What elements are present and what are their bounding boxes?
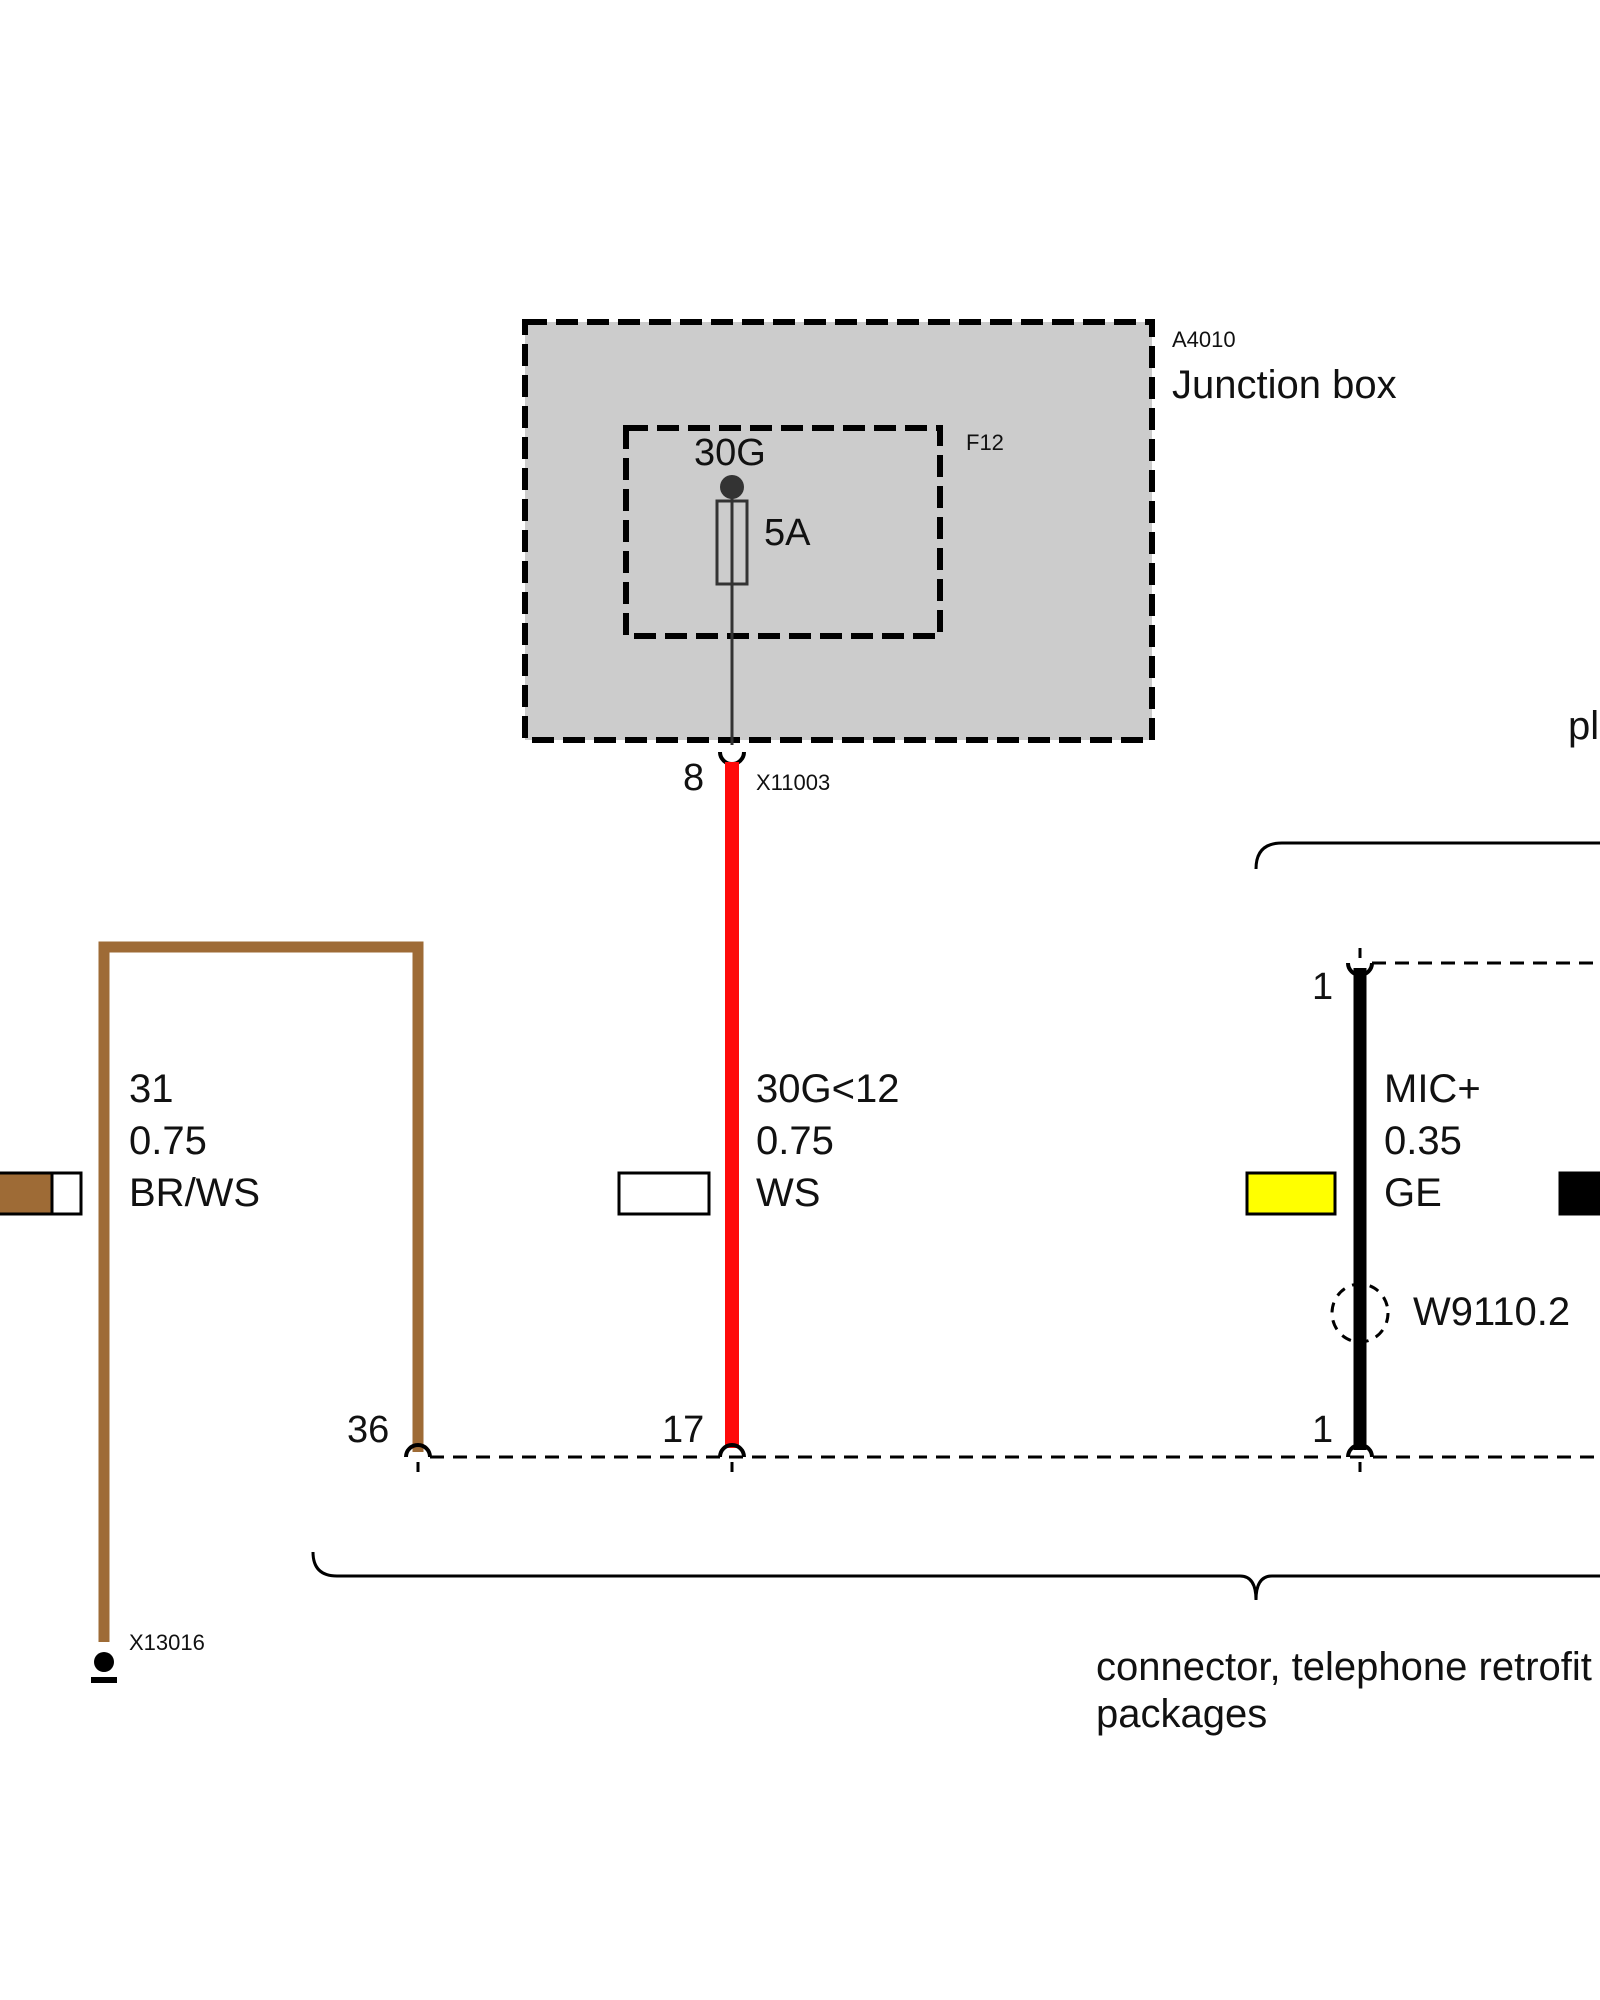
- junction-box: [522, 319, 1155, 743]
- wire-mic-signal: MIC+: [1384, 1067, 1481, 1111]
- upper-group-brace: [1254, 841, 1600, 870]
- pin-label-top-1: 1: [1312, 966, 1333, 1008]
- junction-box-id: A4010: [1172, 327, 1236, 352]
- ground-dot: [94, 1652, 114, 1672]
- wire-31-color-code: BR/WS: [129, 1171, 260, 1215]
- pin-label-17: 17: [662, 1409, 704, 1451]
- connector-x11003: X11003: [756, 770, 830, 795]
- wire-mic-color-code: GE: [1384, 1171, 1442, 1215]
- pin-label-bottom-1: 1: [1312, 1409, 1333, 1451]
- wire-30g-signal: 30G<12: [756, 1067, 899, 1111]
- shield-id: W9110.2: [1413, 1290, 1570, 1334]
- fuse-rating: 5A: [764, 512, 811, 554]
- swatch-white: [617, 1171, 711, 1216]
- fuse-id: F12: [966, 430, 1004, 455]
- wire-31-signal: 31: [129, 1067, 174, 1111]
- wire-31-brown: [98, 941, 424, 1642]
- swatch-brown: [0, 1171, 54, 1216]
- wire-30g-cross-section: 0.75: [756, 1119, 834, 1163]
- pin-connector-top-1: [1346, 962, 1374, 977]
- swatch-white-stripe: [50, 1171, 83, 1216]
- connector-group-label-line2: packages: [1096, 1692, 1267, 1736]
- pin-label-8: 8: [683, 757, 704, 799]
- fuse-terminal: 30G: [694, 432, 766, 474]
- pin-connector-36: [404, 1443, 432, 1458]
- pin-connector-bottom-1: [1346, 1443, 1374, 1458]
- wire-mic-cross-section: 0.35: [1384, 1119, 1462, 1163]
- swatch-yellow: [1245, 1171, 1337, 1216]
- right-edge-label: pl: [1568, 704, 1599, 748]
- ground-id: X13016: [129, 1630, 205, 1655]
- swatch-black: [1558, 1171, 1600, 1216]
- connector-group-label-line1: connector, telephone retrofit: [1096, 1645, 1592, 1689]
- wire-30g-color-code: WS: [756, 1171, 820, 1215]
- connector-group-brace: [311, 1551, 1600, 1601]
- pin-label-36: 36: [347, 1409, 389, 1451]
- fuse-block: [623, 425, 943, 639]
- junction-box-name: Junction box: [1172, 363, 1397, 407]
- pin-connector-17: [718, 1443, 746, 1458]
- wire-31-cross-section: 0.75: [129, 1119, 207, 1163]
- shield-symbol: [1330, 1282, 1390, 1344]
